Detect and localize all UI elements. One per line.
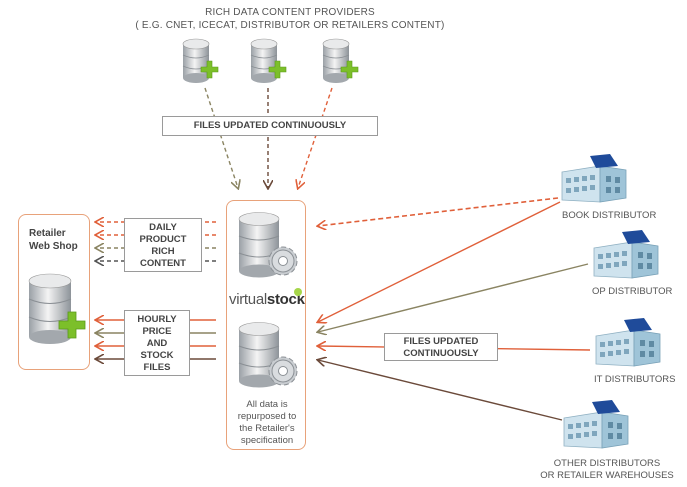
providers-header-line2: ( E.G. CNET, ICECAT, DISTRIBUTOR OR RETA… [135,20,445,31]
building-icon [595,318,661,367]
it-distributors-label: IT DISTRIBUTORS [594,374,676,385]
hourly-line1: HOURLY [137,314,177,325]
book-distributor-label: BOOK DISTRIBUTOR [562,210,657,221]
virtualstock-description: All data is repurposed to the Retailer's… [229,399,305,447]
other-distributors-label: OTHER DISTRIBUTORS OR RETAILER WAREHOUSE… [532,458,682,482]
building-icon [561,154,627,203]
retailer-web-shop-panel: Retailer Web Shop [18,214,90,370]
desc-line4: specification [240,435,294,446]
database-gear-icon [238,212,298,278]
hourly-files-box: HOURLY PRICE AND STOCK FILES [124,310,190,376]
daily-line3: RICH [151,246,175,257]
hourly-line3: AND [146,338,168,349]
retailer-title: Retailer Web Shop [29,227,78,253]
book-dashed-arrow [318,197,559,226]
database-plus-icon [322,38,359,83]
files-updated-right-line2: CONTINUOUSLY [403,348,479,359]
desc-line1: All data is [246,399,288,410]
files-updated-right-label: FILES UPDATED CONTINUOUSLY [384,333,498,361]
files-updated-top-label: FILES UPDATED CONTINUOUSLY [162,116,378,136]
op-arrow [318,263,589,332]
daily-content-box: DAILY PRODUCT RICH CONTENT [124,218,202,272]
virtualstock-logo: virtualstock [229,291,305,308]
retailer-title-line2: Web Shop [29,241,78,252]
provider-arrow-3 [298,87,333,188]
op-distributor-label: OP DISTRIBUTOR [592,286,673,297]
retailer-title-line1: Retailer [29,228,66,239]
daily-line1: DAILY [149,222,177,233]
desc-line3: the Retailer's [239,423,295,434]
daily-line4: CONTENT [140,258,186,269]
other-arrow [318,360,563,421]
desc-line2: repurposed to [237,411,297,422]
hourly-line5: FILES [143,362,171,373]
virtualstock-logo-part1: virtual [229,291,267,308]
building-icon [563,400,629,449]
providers-header-line1: RICH DATA CONTENT PROVIDERS [205,7,375,18]
other-distributors-line1: OTHER DISTRIBUTORS [553,458,661,469]
database-plus-icon [250,38,287,83]
book-solid-arrow [318,201,561,322]
database-plus-icon [28,273,86,344]
database-gear-icon [238,322,298,388]
building-icon [593,230,659,279]
providers-header: RICH DATA CONTENT PROVIDERS ( E.G. CNET,… [100,6,480,32]
hourly-line4: STOCK [140,350,174,361]
hourly-line2: PRICE [142,326,172,337]
logo-dot-icon [294,288,302,296]
other-distributors-line2: OR RETAILER WAREHOUSES [540,470,674,481]
daily-line2: PRODUCT [139,234,187,245]
virtualstock-logo-part2: stock [266,291,305,308]
provider-arrow-1 [204,87,238,188]
database-plus-icon [182,38,219,83]
files-updated-right-line1: FILES UPDATED [403,336,479,347]
virtualstock-panel: virtualstock All data is repurposed to t… [226,200,306,450]
